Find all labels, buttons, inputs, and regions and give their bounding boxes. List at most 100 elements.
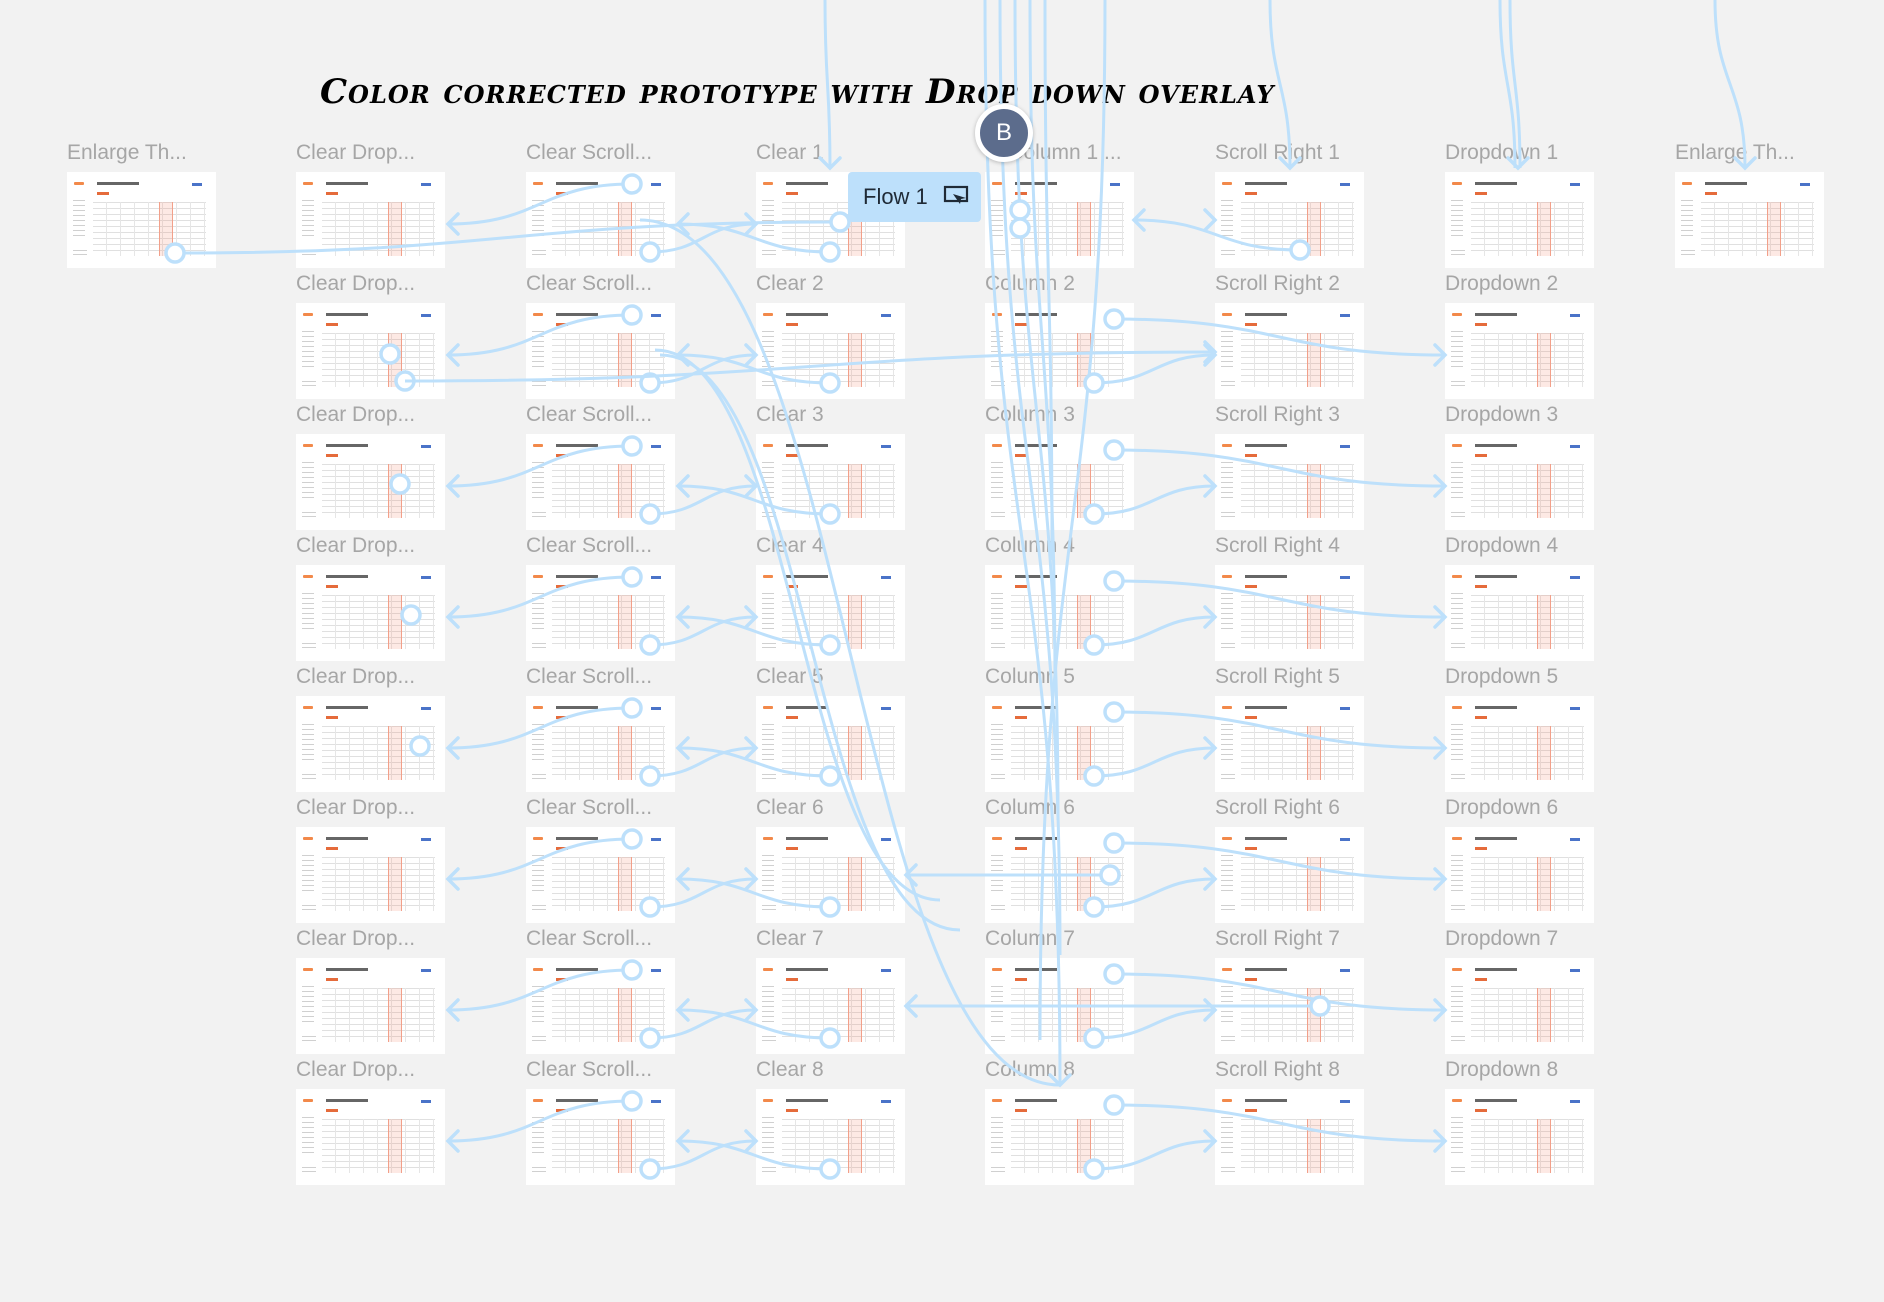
frame-label[interactable]: Dropdown 7 — [1445, 927, 1559, 950]
frame-thumbnail[interactable] — [296, 434, 445, 530]
frame-thumbnail[interactable] — [296, 958, 445, 1054]
prototype-frame[interactable]: Clear Drop... — [296, 271, 445, 399]
frame-label[interactable]: Dropdown 4 — [1445, 534, 1559, 557]
prototype-frame[interactable]: Scroll Right 7 — [1215, 926, 1364, 1054]
prototype-frame[interactable]: Clear Scroll... — [526, 664, 675, 792]
frame-label[interactable]: Clear 3 — [756, 403, 824, 426]
frame-label[interactable]: Clear Drop... — [296, 403, 416, 426]
prototype-frame[interactable]: Dropdown 1 — [1445, 140, 1594, 268]
frame-thumbnail[interactable] — [756, 827, 905, 923]
frame-label[interactable]: Column 6 — [985, 796, 1075, 819]
prototype-frame[interactable]: Enlarge Th... — [67, 140, 216, 268]
prototype-frame[interactable]: Clear Drop... — [296, 402, 445, 530]
frame-thumbnail[interactable] — [1215, 958, 1364, 1054]
prototype-frame[interactable]: Clear 7 — [756, 926, 905, 1054]
flow-starting-point[interactable]: Flow 1 — [848, 172, 981, 222]
prototype-frame[interactable]: Column 6 — [985, 795, 1134, 923]
prototype-frame[interactable]: Dropdown 5 — [1445, 664, 1594, 792]
frame-thumbnail[interactable] — [756, 958, 905, 1054]
frame-label[interactable]: Clear 1 — [756, 141, 824, 164]
prototype-frame[interactable]: Column 5 — [985, 664, 1134, 792]
frame-label[interactable]: Scroll Right 1 — [1215, 141, 1340, 164]
prototype-frame[interactable]: Column 3 — [985, 402, 1134, 530]
prototype-frame[interactable]: Column 7 — [985, 926, 1134, 1054]
frame-thumbnail[interactable] — [985, 434, 1134, 530]
frame-thumbnail[interactable] — [67, 172, 216, 268]
frame-thumbnail[interactable] — [1445, 434, 1594, 530]
prototype-frame[interactable]: Dropdown 3 — [1445, 402, 1594, 530]
frame-label[interactable]: Dropdown 2 — [1445, 272, 1559, 295]
frame-label[interactable]: Clear Scroll... — [526, 796, 653, 819]
prototype-frame[interactable]: Clear 4 — [756, 533, 905, 661]
frame-label[interactable]: Clear Drop... — [296, 141, 416, 164]
frame-thumbnail[interactable] — [296, 1089, 445, 1185]
prototype-frame[interactable]: Dropdown 6 — [1445, 795, 1594, 923]
prototype-frame[interactable]: Dropdown 2 — [1445, 271, 1594, 399]
frame-thumbnail[interactable] — [756, 1089, 905, 1185]
frame-label[interactable]: Scroll Right 5 — [1215, 665, 1340, 688]
prototype-frame[interactable]: Clear Scroll... — [526, 402, 675, 530]
frame-label[interactable]: Clear Drop... — [296, 272, 416, 295]
prototype-frame[interactable]: Scroll Right 2 — [1215, 271, 1364, 399]
frame-thumbnail[interactable] — [296, 565, 445, 661]
frame-thumbnail[interactable] — [1445, 565, 1594, 661]
prototype-frame[interactable]: Clear Drop... — [296, 1057, 445, 1185]
frame-thumbnail[interactable] — [296, 172, 445, 268]
frame-thumbnail[interactable] — [1215, 303, 1364, 399]
prototype-frame[interactable]: Clear 8 — [756, 1057, 905, 1185]
frame-thumbnail[interactable] — [1445, 303, 1594, 399]
frame-label[interactable]: Scroll Right 7 — [1215, 927, 1340, 950]
frame-thumbnail[interactable] — [296, 696, 445, 792]
frame-label[interactable]: Column 5 — [985, 665, 1075, 688]
frame-label[interactable]: Clear Drop... — [296, 534, 416, 557]
prototype-frame[interactable]: Dropdown 7 — [1445, 926, 1594, 1054]
frame-label[interactable]: Scroll Right 2 — [1215, 272, 1340, 295]
frame-label[interactable]: Clear 6 — [756, 796, 824, 819]
frame-label[interactable]: Clear 8 — [756, 1058, 824, 1081]
collaborator-avatar[interactable]: B — [975, 104, 1033, 162]
prototype-frame[interactable]: Scroll Right 4 — [1215, 533, 1364, 661]
frame-thumbnail[interactable] — [1445, 1089, 1594, 1185]
frame-label[interactable]: Scroll Right 6 — [1215, 796, 1340, 819]
frame-thumbnail[interactable] — [526, 303, 675, 399]
frame-label[interactable]: Clear Scroll... — [526, 1058, 653, 1081]
frame-label[interactable]: Column 7 — [985, 927, 1075, 950]
frame-thumbnail[interactable] — [1215, 565, 1364, 661]
prototype-frame[interactable]: Clear Drop... — [296, 664, 445, 792]
frame-thumbnail[interactable] — [1215, 172, 1364, 268]
prototype-frame[interactable]: Clear Scroll... — [526, 140, 675, 268]
frame-thumbnail[interactable] — [756, 696, 905, 792]
frame-label[interactable]: Scroll Right 4 — [1215, 534, 1340, 557]
prototype-frame[interactable]: Column 2 — [985, 271, 1134, 399]
frame-label[interactable]: Enlarge Th... — [1675, 141, 1795, 164]
frame-thumbnail[interactable] — [756, 565, 905, 661]
frame-label[interactable]: Column 4 — [985, 534, 1075, 557]
frame-thumbnail[interactable] — [526, 172, 675, 268]
frame-thumbnail[interactable] — [1675, 172, 1824, 268]
frame-thumbnail[interactable] — [526, 696, 675, 792]
frame-label[interactable]: Clear Drop... — [296, 796, 416, 819]
frame-label[interactable]: Dropdown 1 — [1445, 141, 1559, 164]
frame-label[interactable]: Column 2 — [985, 272, 1075, 295]
frame-label[interactable]: Clear Drop... — [296, 927, 416, 950]
prototype-frame[interactable]: Clear Drop... — [296, 533, 445, 661]
prototype-frame[interactable]: Dropdown 8 — [1445, 1057, 1594, 1185]
frame-thumbnail[interactable] — [985, 303, 1134, 399]
prototype-frame[interactable]: Clear Scroll... — [526, 1057, 675, 1185]
frame-thumbnail[interactable] — [756, 434, 905, 530]
frame-thumbnail[interactable] — [296, 827, 445, 923]
frame-label[interactable]: Clear Scroll... — [526, 403, 653, 426]
prototype-frame[interactable]: Clear Scroll... — [526, 533, 675, 661]
prototype-frame[interactable]: Scroll Right 5 — [1215, 664, 1364, 792]
frame-label[interactable]: Dropdown 8 — [1445, 1058, 1559, 1081]
frame-label[interactable]: Clear Scroll... — [526, 665, 653, 688]
prototype-frame[interactable]: Scroll Right 6 — [1215, 795, 1364, 923]
frame-thumbnail[interactable] — [985, 958, 1134, 1054]
frame-label[interactable]: Scroll Right 8 — [1215, 1058, 1340, 1081]
frame-thumbnail[interactable] — [526, 434, 675, 530]
frame-label[interactable]: Clear Drop... — [296, 665, 416, 688]
frame-label[interactable]: Enlarge Th... — [67, 141, 187, 164]
frame-label[interactable]: Clear 5 — [756, 665, 824, 688]
prototype-frame[interactable]: Clear Scroll... — [526, 271, 675, 399]
frame-thumbnail[interactable] — [985, 1089, 1134, 1185]
